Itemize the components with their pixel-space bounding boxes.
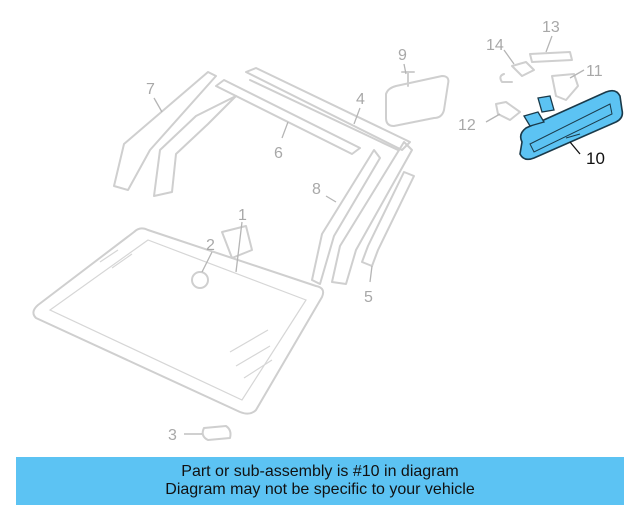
leader-lines: [153, 35, 585, 435]
mount-bits: [495, 51, 579, 121]
callout-12: 12: [458, 117, 476, 134]
banner-line-2: Diagram may not be specific to your vehi…: [165, 481, 475, 498]
callout-1: 1: [238, 207, 247, 224]
callout-11: 11: [586, 63, 603, 80]
mirror-ghost: [385, 71, 450, 127]
callout-13: 13: [542, 19, 560, 36]
pad-part: [201, 425, 232, 441]
parts-diagram: 1 2 3 4 5 6 7 8 9 10 11 12 13 14: [32, 19, 624, 444]
garnish-strip: [361, 171, 415, 267]
header-molding: [215, 79, 361, 155]
left-pillar: [113, 71, 237, 197]
callout-6: 6: [274, 145, 283, 162]
callout-3: 3: [168, 427, 177, 444]
callout-14: 14: [486, 37, 504, 54]
sensor-part: [191, 225, 253, 289]
callout-4: 4: [356, 91, 365, 108]
callout-10: 10: [586, 149, 605, 168]
windshield-glass: [32, 227, 325, 415]
callout-7: 7: [146, 81, 155, 98]
right-pillar-trim: [311, 141, 413, 285]
callout-2: 2: [206, 237, 215, 254]
banner-line-1: Part or sub-assembly is #10 in diagram: [181, 463, 459, 480]
highlighted-mirror: [519, 89, 624, 161]
callout-9: 9: [398, 47, 407, 64]
info-banner: Part or sub-assembly is #10 in diagram D…: [16, 457, 624, 505]
header-frame: [245, 67, 411, 151]
callout-5: 5: [364, 289, 373, 306]
callout-8: 8: [312, 181, 321, 198]
